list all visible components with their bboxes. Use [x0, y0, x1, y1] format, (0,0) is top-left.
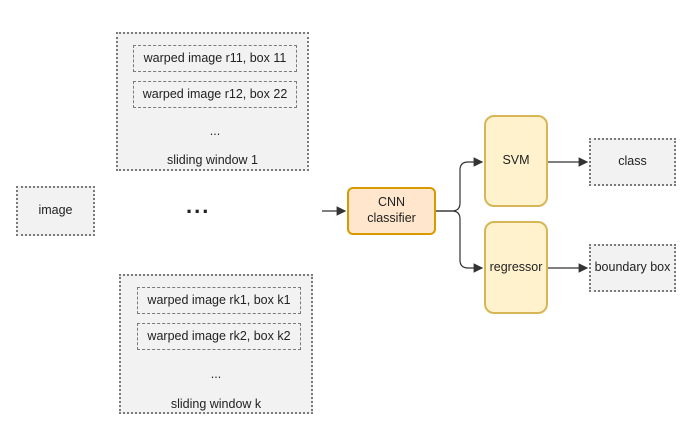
class-box: class	[589, 138, 676, 186]
main-ellipsis: ...	[186, 193, 211, 218]
arrow-cnn-to-svm	[436, 157, 484, 212]
regressor-box: regressor	[484, 221, 548, 314]
windowk-ellipsis: ...	[210, 367, 222, 381]
window1-label: sliding window 1	[166, 153, 259, 167]
arrow-cnn-to-regressor	[436, 210, 484, 273]
boundary-box-output: boundary box	[589, 244, 676, 292]
window1-item-2: warped image r12, box 22	[133, 81, 297, 108]
windowk-label: sliding window k	[170, 397, 262, 411]
svm-box: SVM	[484, 115, 548, 207]
cnn-classifier-box: CNN classifier	[347, 187, 436, 235]
window1-ellipsis: ...	[209, 124, 221, 138]
window1-item-1: warped image r11, box 11	[133, 45, 297, 72]
image-box: image	[16, 186, 95, 236]
windowk-item-2: warped image rk2, box k2	[137, 323, 301, 350]
windowk-item-1: warped image rk1, box k1	[137, 287, 301, 314]
